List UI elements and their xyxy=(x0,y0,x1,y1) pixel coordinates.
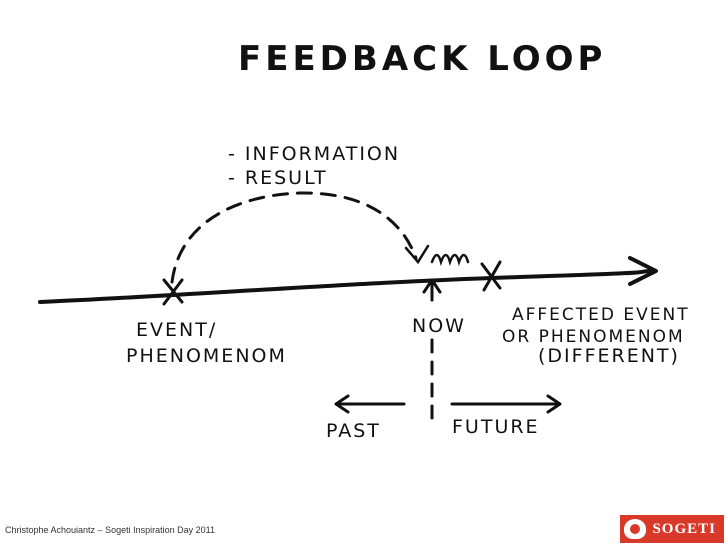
affected-x-mark xyxy=(480,260,502,292)
affected-event-label: AFFECTED EVENT xyxy=(512,305,690,325)
past-arrowhead xyxy=(334,394,350,414)
timeline-line xyxy=(38,269,652,304)
information-label: - INFORMATION xyxy=(228,143,400,165)
event-x-mark xyxy=(162,278,184,306)
future-label: FUTURE xyxy=(452,416,540,438)
timeline-arrowhead xyxy=(628,256,658,286)
footer-credit: Christophe Achouiantz – Sogeti Inspirati… xyxy=(5,525,215,535)
feedback-arc xyxy=(170,191,418,284)
past-label: PAST xyxy=(326,420,381,442)
squiggle xyxy=(430,253,470,267)
different-label: (DIFFERENT) xyxy=(538,345,680,367)
sogeti-logo-text: SOGETI xyxy=(652,520,716,537)
feedback-arc-head xyxy=(404,244,430,265)
now-label: NOW xyxy=(412,315,466,337)
now-arrowhead xyxy=(422,278,442,294)
future-arrowhead xyxy=(546,394,562,414)
diagram-title: FEEDBACK LOOP xyxy=(238,39,606,79)
event-label: EVENT/ xyxy=(136,319,217,341)
sogeti-logo: SOGETI xyxy=(620,515,724,543)
result-label: - RESULT xyxy=(228,167,328,189)
phenomenom-label: PHENOMENOM xyxy=(126,345,287,367)
or-phenomenom-label: OR PHENOMENOM xyxy=(502,327,685,347)
sogeti-logo-mark-icon xyxy=(624,519,646,539)
